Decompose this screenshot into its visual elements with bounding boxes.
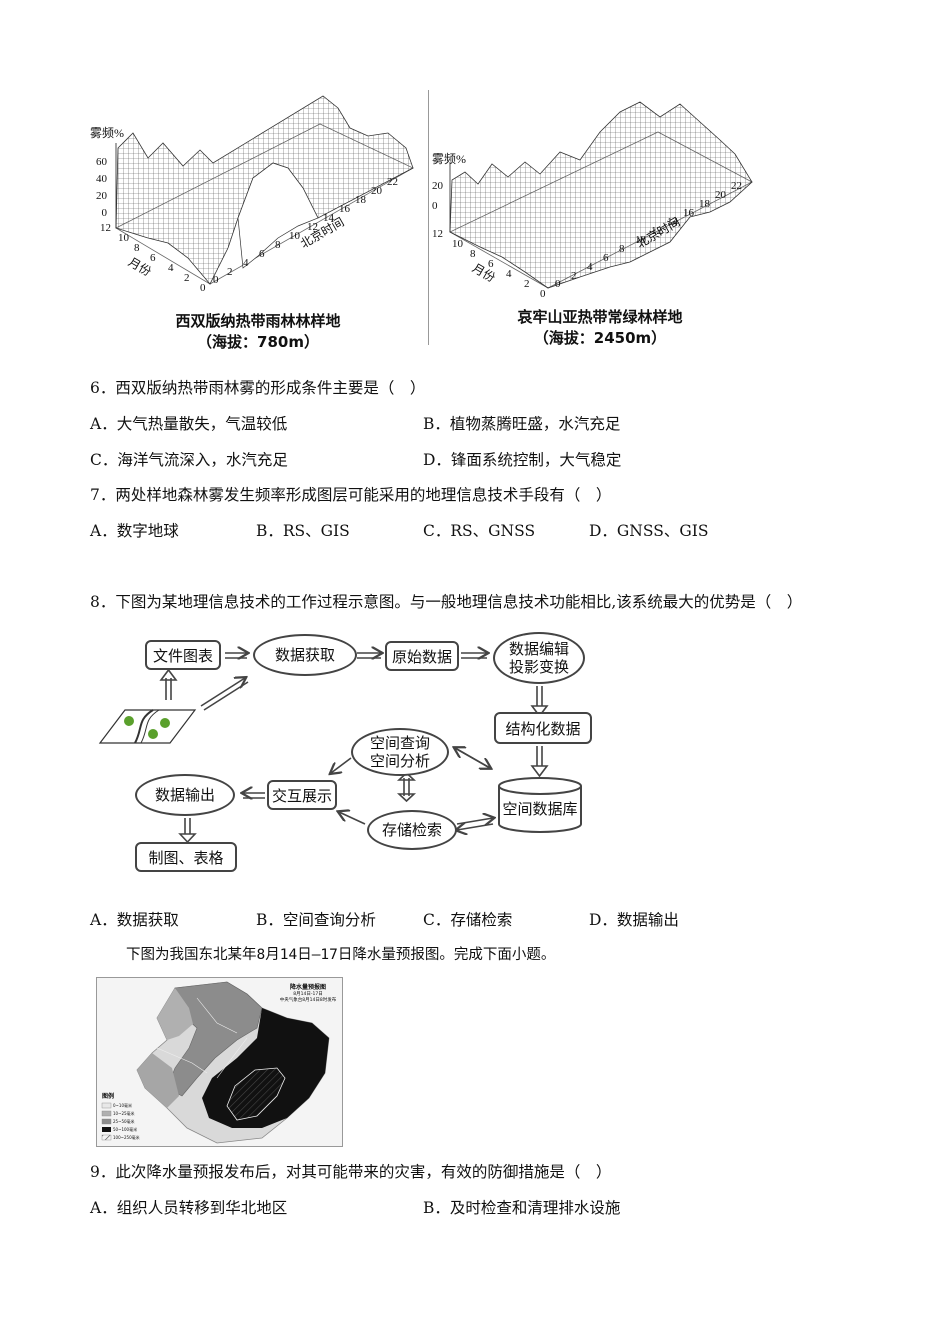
month-tick: 6: [488, 258, 494, 270]
map-table-box: 制图、表格: [135, 842, 237, 872]
fog-surface-left: [115, 95, 414, 285]
month-tick: 4: [168, 262, 174, 274]
q9-option-b[interactable]: B．及时检查和清理排水设施: [423, 1199, 621, 1217]
month-tick: 8: [134, 242, 140, 254]
z-ticks-right: 20 0: [432, 180, 443, 212]
q7-option-d[interactable]: D．GNSS、GIS: [589, 522, 709, 540]
hour-ticks-right: 0 2 4 6 8 10 12 14 16 18 20 22: [555, 180, 742, 290]
flow-arrows: [98, 628, 549, 844]
month-tick: 12: [100, 222, 111, 234]
map-legend-labels: 0~10毫米 10~25毫米 25~50毫米 50~100毫米 100~250毫…: [113, 1103, 140, 1140]
q8-option-c[interactable]: C．存储检索: [423, 911, 513, 929]
data-output-node: 数据输出: [135, 774, 235, 816]
q8-stem: 8．下图为某地理信息技术的工作过程示意图。与一般地理信息技术功能相比,该系统最大…: [90, 593, 803, 611]
figure-divider: [428, 90, 429, 345]
spatial-database-node: 空间数据库: [497, 776, 583, 834]
y-title-left: 雾频%: [90, 126, 124, 140]
raw-data-box: 原始数据: [385, 641, 459, 671]
y-title-right: 雾频%: [432, 152, 466, 166]
data-acquire-node: 数据获取: [253, 634, 357, 676]
intro-q9: 下图为我国东北某年8月14日—17日降水量预报图。完成下面小题。: [126, 947, 556, 963]
month-tick: 8: [470, 248, 476, 260]
spatial-query-node: 空间查询 空间分析: [351, 728, 449, 776]
q8-option-a[interactable]: A．数据获取: [90, 911, 179, 929]
data-edit-node: 数据编辑 投影变换: [493, 632, 585, 684]
month-tick: 6: [150, 252, 156, 264]
precipitation-map-graphic: [101, 981, 330, 1144]
z-ticks-left: 60 40 20 0: [96, 156, 107, 219]
storage-retrieve-node: 存储检索: [367, 810, 457, 850]
month-tick: 0: [200, 282, 206, 294]
caption-right: 哀牢山亚热带常绿林样地 （海拔：2450m）: [517, 308, 683, 347]
fog-figure-left: 雾频% 60 40 20 0 12 10 8 6 4 2 0 月份 0 2 4 …: [88, 88, 418, 351]
doc-chart-box: 文件图表: [145, 640, 221, 670]
q8-option-d[interactable]: D．数据输出: [589, 911, 679, 929]
q6-option-d[interactable]: D．锋面系统控制，大气稳定: [423, 451, 622, 469]
month-tick: 12: [432, 228, 443, 240]
gis-flow-diagram: 文件图表 数据获取 原始数据 数据编辑 投影变换 结构化数据 空间查询 空间分析…: [95, 628, 605, 878]
q7-option-c[interactable]: C．RS、GNSS: [423, 522, 536, 540]
interact-display-box: 交互展示: [267, 780, 337, 810]
q7-stem: 7．两处样地森林雾发生频率形成图层可能采用的地理信息技术手段有（ ）: [90, 486, 612, 504]
q7-option-a[interactable]: A．数字地球: [90, 522, 179, 540]
map-legend: 图例: [102, 1093, 115, 1100]
map-title-block: 降水量预报图 8月14日-17日 中央气象台8月14日8时发布: [279, 984, 337, 1003]
hour-ticks-left: 0 2 4 6 8 10 12 14 16 18 20 22: [213, 176, 398, 286]
structured-data-box: 结构化数据: [494, 712, 592, 744]
q9-stem: 9．此次降水量预报发布后，对其可能带来的灾害，有效的防御措施是（ ）: [90, 1163, 612, 1181]
fog-surface-right: [449, 101, 753, 289]
q7-option-b[interactable]: B．RS、GIS: [256, 522, 350, 540]
q6-stem: 6．西双版纳热带雨林雾的形成条件主要是（ ）: [90, 379, 426, 397]
q6-option-c[interactable]: C．海洋气流深入，水汽充足: [90, 451, 288, 469]
month-tick: 2: [524, 278, 530, 290]
caption-left: 西双版纳热带雨林林样地 （海拔：780m）: [175, 312, 341, 351]
month-tick: 0: [540, 288, 546, 300]
q9-option-a[interactable]: A．组织人员转移到华北地区: [90, 1199, 288, 1217]
month-tick: 10: [452, 238, 463, 250]
month-tick: 4: [506, 268, 512, 280]
q6-option-b[interactable]: B．植物蒸腾旺盛，水汽充足: [423, 415, 621, 433]
map-thumbnail-icon: [98, 709, 197, 744]
month-tick: 10: [118, 232, 129, 244]
q8-option-b[interactable]: B．空间查询分析: [256, 911, 376, 929]
q6-option-a[interactable]: A．大气热量散失，气温较低: [90, 415, 288, 433]
month-tick: 2: [184, 272, 190, 284]
precipitation-map: 降水量预报图 8月14日-17日 中央气象台8月14日8时发布 图例 0~10毫…: [96, 977, 343, 1147]
fog-figure-right: 雾频% 20 0 12 10 8 6 4 2 0 月份 0 2 4 6 8 10…: [430, 92, 760, 352]
